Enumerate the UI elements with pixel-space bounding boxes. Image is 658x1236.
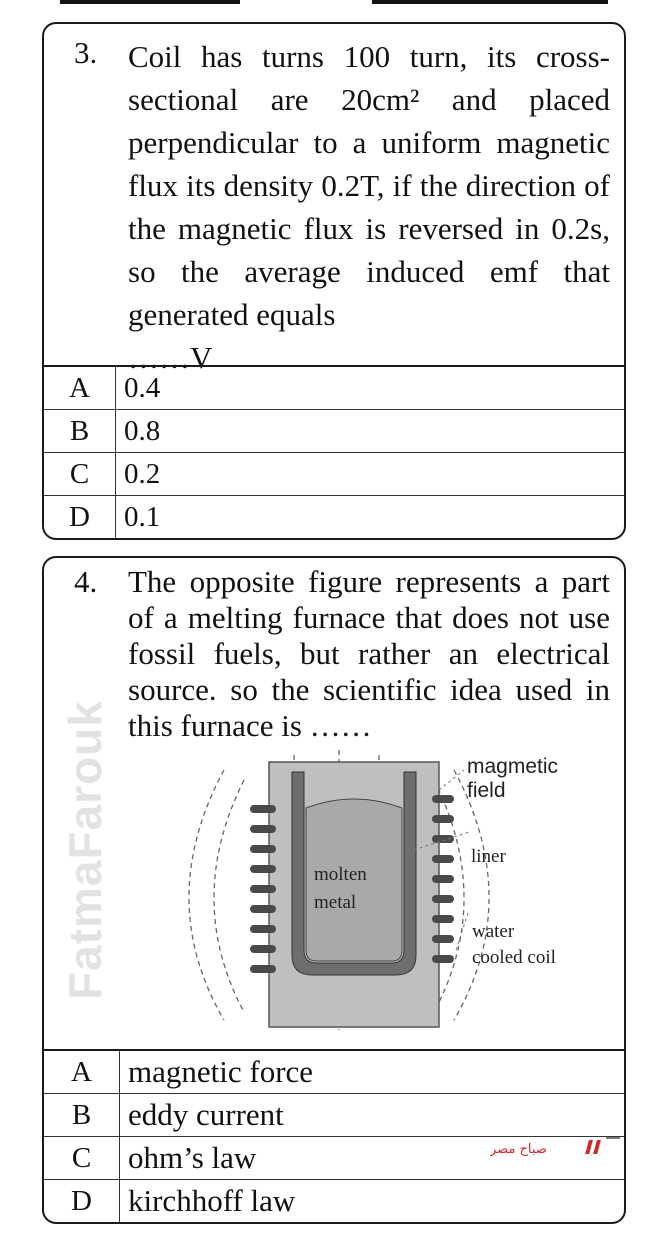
top-border-segment — [60, 0, 240, 4]
option-value: 0.4 — [124, 371, 161, 404]
option-value: ohm’s law — [128, 1140, 257, 1175]
liner-shape — [291, 771, 417, 976]
option-c[interactable]: C 0.2 — [44, 452, 624, 495]
option-letter: A — [44, 1051, 120, 1093]
option-letter: B — [44, 410, 116, 452]
question-3-number: 3. — [74, 35, 98, 70]
option-b[interactable]: B 0.8 — [44, 409, 624, 452]
option-a[interactable]: A 0.4 — [44, 367, 624, 409]
watermark: FatmaFarouk — [59, 700, 111, 1000]
question-4-number: 4. — [74, 564, 98, 599]
option-c[interactable]: C ohm’s law — [44, 1136, 624, 1179]
question-3-card: 3. Coil has turns 100 turn, its cross-se… — [42, 22, 626, 540]
top-border-segment — [372, 0, 608, 4]
option-d[interactable]: D 0.1 — [44, 495, 624, 538]
question-3-header: 3. Coil has turns 100 turn, its cross-se… — [44, 24, 624, 336]
option-letter: D — [44, 1180, 120, 1222]
label-water: water — [472, 921, 515, 942]
option-letter: B — [44, 1094, 120, 1136]
coil-right — [432, 795, 454, 963]
option-b[interactable]: B eddy current — [44, 1093, 624, 1136]
logo-text: صباح مصر — [490, 1142, 547, 1157]
label-molten: molten — [314, 864, 367, 885]
option-value: 0.1 — [124, 500, 161, 533]
option-a[interactable]: A magnetic force — [44, 1051, 624, 1093]
option-letter: C — [44, 453, 116, 495]
option-letter: D — [44, 496, 116, 538]
question-4-header: 4. The opposite figure represents a part… — [44, 558, 624, 744]
option-value: kirchhoff law — [128, 1183, 296, 1218]
question-4-text: The opposite figure represents a part of… — [128, 564, 610, 743]
top-border — [0, 0, 658, 10]
question-3-options: A 0.4 B 0.8 C 0.2 D 0.1 — [44, 365, 624, 538]
option-value: 0.2 — [124, 457, 161, 490]
furnace-figure: magmetic field liner molten metal water … — [188, 750, 558, 1030]
option-value: magnetic force — [128, 1054, 314, 1089]
leader-lines — [413, 769, 470, 951]
question-4-options: A magnetic force B eddy current C ohm’s … — [44, 1049, 624, 1222]
question-4-card: 4. The opposite figure represents a part… — [42, 556, 626, 1224]
label-metal: metal — [314, 892, 356, 913]
option-value: 0.8 — [124, 414, 161, 447]
option-d[interactable]: D kirchhoff law — [44, 1179, 624, 1222]
label-cooled-coil: cooled coil — [472, 947, 556, 968]
label-liner: liner — [471, 846, 506, 867]
coil-left — [250, 805, 276, 973]
option-value: eddy current — [128, 1097, 284, 1132]
site-logo: صباح مصر — [490, 1137, 620, 1157]
option-letter: C — [44, 1137, 120, 1179]
question-3-text: Coil has turns 100 turn, its cross-secti… — [128, 39, 610, 332]
molten-metal-shape — [305, 798, 403, 962]
label-magnetic-field-1: magmetic — [467, 755, 558, 778]
question-3-blank: ……V — [128, 340, 213, 375]
label-magnetic-field-2: field — [467, 779, 506, 802]
option-letter: A — [44, 367, 116, 409]
